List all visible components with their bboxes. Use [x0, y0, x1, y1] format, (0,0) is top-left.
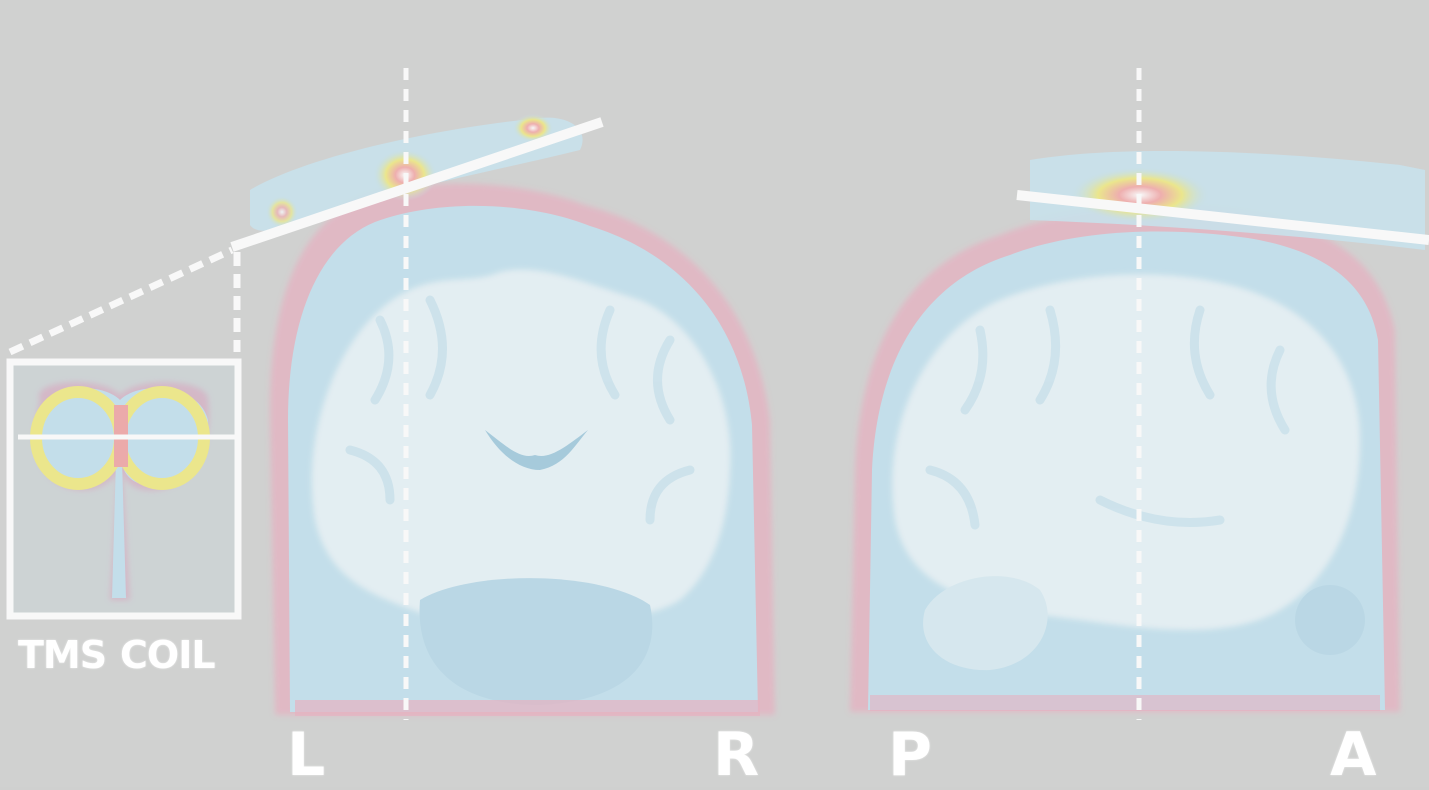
tms-label: TMS — [18, 633, 107, 677]
anterior-orientation-label: A — [1330, 720, 1377, 790]
right-orientation-label: R — [713, 720, 760, 790]
left-orientation-label: L — [287, 720, 326, 790]
sagittal-slice — [850, 68, 1429, 720]
coil-label: COIL — [120, 633, 216, 677]
coronal-slice — [230, 68, 775, 720]
tms-coil-inset — [6, 246, 242, 620]
posterior-orientation-label: P — [888, 720, 932, 790]
